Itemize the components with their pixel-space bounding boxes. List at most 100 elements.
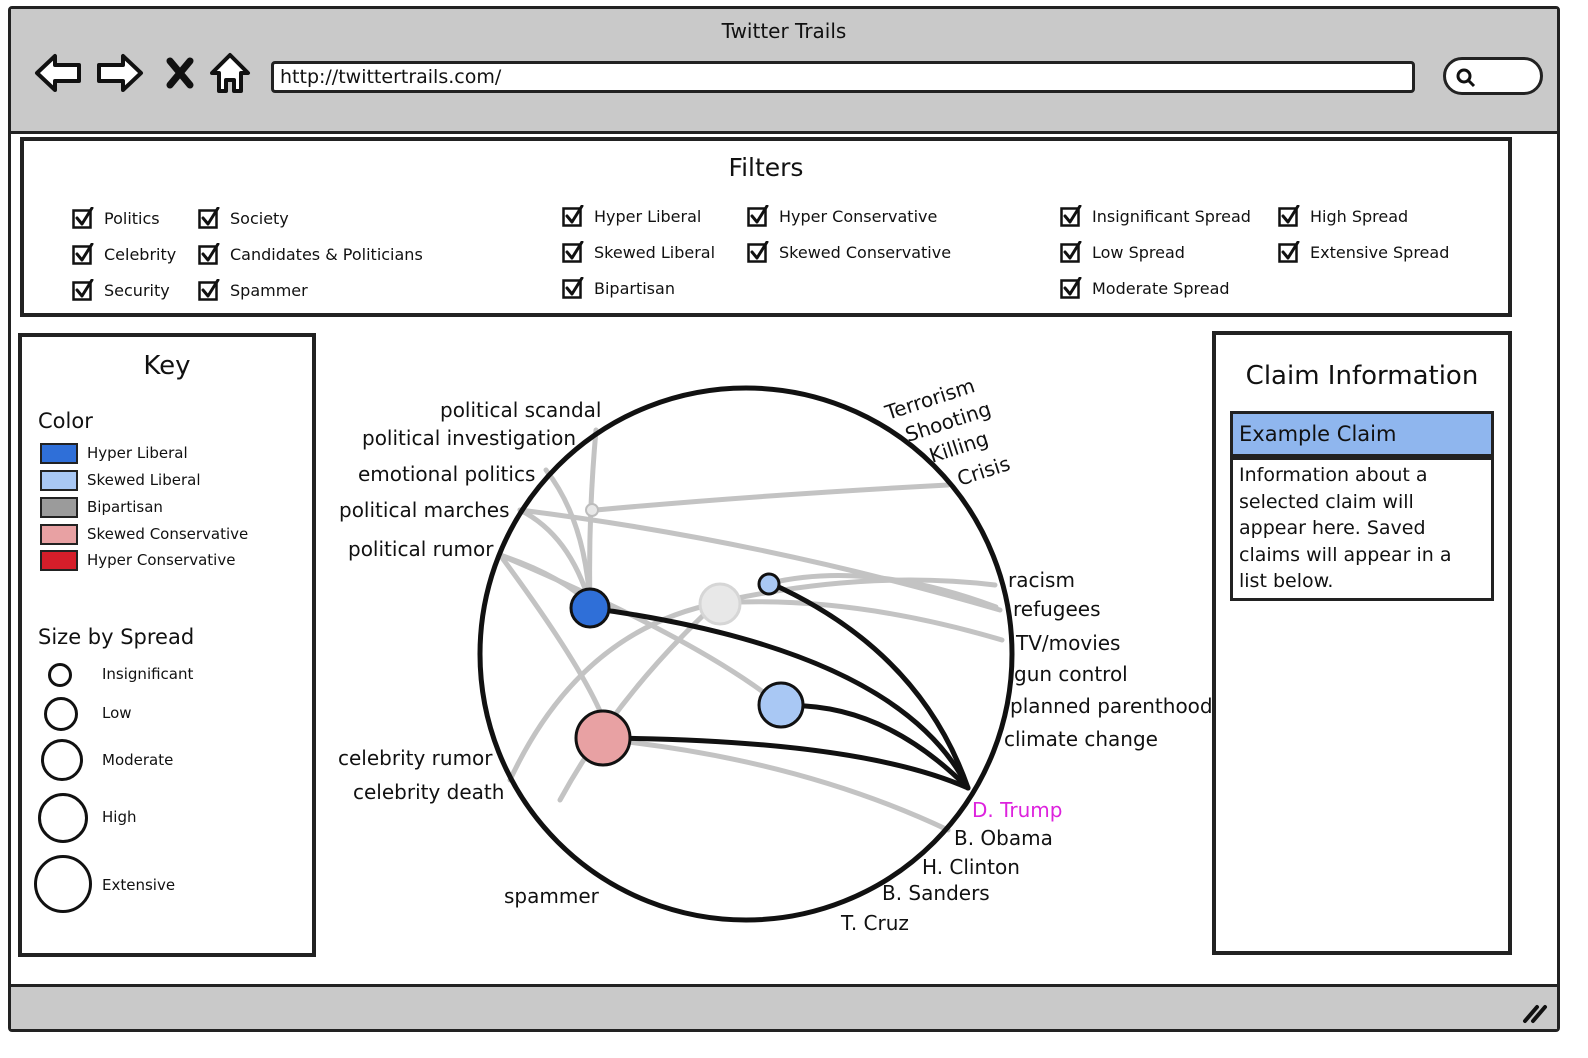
candidate-label[interactable]: B. Sanders (882, 881, 990, 905)
filter-label: Extensive Spread (1310, 242, 1450, 262)
key-title: Key (143, 351, 191, 381)
filter-label: Celebrity (104, 244, 177, 264)
checkbox-checked-icon[interactable] (1060, 205, 1082, 227)
topic-label[interactable]: celebrity death (353, 780, 504, 804)
filter-checkbox[interactable]: Skewed Conservative (747, 241, 951, 263)
size-circle-moderate (41, 739, 83, 781)
color-label-hyper-liberal: Hyper Liberal (87, 444, 188, 462)
candidate-label[interactable]: T. Cruz (840, 911, 909, 935)
topic-label[interactable]: planned parenthood (1010, 694, 1213, 718)
size-circle-low (44, 697, 78, 731)
topic-label[interactable]: gun control (1014, 662, 1128, 686)
topic-label[interactable]: racism (1008, 568, 1075, 592)
checkbox-checked-icon[interactable] (747, 241, 769, 263)
claim-info-line: selected claim will (1239, 490, 1414, 513)
url-bar[interactable]: http://twittertrails.com/ (271, 61, 1415, 93)
topic-label[interactable]: political investigation (362, 426, 576, 450)
checkbox-checked-icon[interactable] (72, 243, 94, 265)
filter-checkbox[interactable]: Low Spread (1060, 241, 1185, 263)
filter-checkbox[interactable]: Spammer (198, 279, 308, 301)
size-circle-insignificant (48, 663, 72, 687)
resize-grip-icon[interactable] (1519, 999, 1549, 1025)
key-panel: Key Color Hyper Liberal Skewed Liberal B… (18, 333, 316, 957)
candidate-label[interactable]: D. Trump (972, 798, 1062, 822)
size-label-low: Low (102, 704, 132, 722)
checkbox-checked-icon[interactable] (72, 207, 94, 229)
claim-info-line: list below. (1239, 570, 1334, 592)
filter-checkbox[interactable]: Celebrity (72, 243, 176, 265)
skewed-liberal-small-claim-node[interactable] (757, 572, 781, 596)
filter-checkbox[interactable]: Candidates & Politicians (198, 243, 423, 265)
topic-label[interactable]: political scandal (440, 398, 601, 422)
filter-label: Candidates & Politicians (230, 244, 423, 264)
filter-label: Politics (104, 208, 160, 228)
color-label-hyper-conservative: Hyper Conservative (87, 551, 236, 569)
topic-label[interactable]: spammer (504, 884, 600, 908)
color-label-skewed-conservative: Skewed Conservative (87, 525, 249, 543)
topic-label[interactable]: climate change (1004, 727, 1158, 751)
checkbox-checked-icon[interactable] (72, 279, 94, 301)
color-heading: Color (38, 409, 93, 433)
filter-checkbox[interactable]: Moderate Spread (1060, 277, 1230, 299)
checkbox-checked-icon[interactable] (198, 243, 220, 265)
filter-label: Moderate Spread (1092, 278, 1230, 298)
checkbox-checked-icon[interactable] (198, 279, 220, 301)
filter-label: Security (104, 280, 170, 300)
color-swatch-skewed-liberal (40, 470, 78, 491)
checkbox-checked-icon[interactable] (1060, 241, 1082, 263)
filter-checkbox[interactable]: Bipartisan (562, 277, 675, 299)
checkbox-checked-icon[interactable] (1278, 205, 1300, 227)
faded-small-claim-node[interactable] (585, 503, 599, 517)
candidate-label[interactable]: H. Clinton (922, 855, 1020, 879)
selected-claim-item[interactable]: Example Claim (1230, 411, 1494, 457)
skewed-conservative-claim-node[interactable] (574, 709, 632, 767)
skewed-liberal-claim-node[interactable] (757, 681, 805, 729)
filter-checkbox[interactable]: Extensive Spread (1278, 241, 1449, 263)
filter-checkbox[interactable]: Society (198, 207, 289, 229)
network-circle (477, 385, 1015, 923)
filter-label: Society (230, 208, 289, 228)
topic-label[interactable]: refugees (1013, 597, 1101, 621)
color-swatch-skewed-conservative (40, 524, 78, 545)
size-circle-extensive (34, 855, 92, 913)
filter-checkbox[interactable]: Politics (72, 207, 160, 229)
filter-label: Skewed Liberal (594, 242, 716, 262)
checkbox-checked-icon[interactable] (198, 207, 220, 229)
filter-checkbox[interactable]: Security (72, 279, 170, 301)
filter-checkbox[interactable]: Skewed Liberal (562, 241, 715, 263)
filter-checkbox[interactable]: Hyper Liberal (562, 205, 701, 227)
claim-info-line: Information about a (1239, 464, 1428, 486)
filter-checkbox[interactable]: Hyper Conservative (747, 205, 937, 227)
search-input[interactable] (1443, 57, 1543, 95)
topic-label[interactable]: celebrity rumor (338, 746, 493, 770)
filter-checkbox[interactable]: High Spread (1278, 205, 1408, 227)
checkbox-checked-icon[interactable] (1278, 241, 1300, 263)
checkbox-checked-icon[interactable] (1060, 277, 1082, 299)
topic-label[interactable]: TV/movies (1015, 631, 1120, 655)
status-bar (11, 984, 1557, 1029)
topic-label[interactable]: emotional politics (358, 462, 535, 486)
hyper-liberal-claim-node[interactable] (569, 587, 611, 629)
forward-arrow-icon[interactable] (93, 47, 147, 99)
claim-info-line: appear here. Saved (1239, 517, 1426, 539)
claim-info-panel: Claim Information Example Claim Informat… (1212, 331, 1512, 955)
checkbox-checked-icon[interactable] (562, 205, 584, 227)
color-label-skewed-liberal: Skewed Liberal (87, 471, 201, 489)
size-label-extensive: Extensive (102, 876, 176, 894)
checkbox-checked-icon[interactable] (562, 277, 584, 299)
checkbox-checked-icon[interactable] (562, 241, 584, 263)
back-arrow-icon[interactable] (31, 47, 85, 99)
close-icon[interactable] (153, 47, 207, 99)
topic-label[interactable]: political marches (339, 498, 510, 522)
candidate-label[interactable]: B. Obama (954, 826, 1053, 850)
home-icon[interactable] (203, 47, 257, 99)
filter-label: Low Spread (1092, 242, 1185, 262)
checkbox-checked-icon[interactable] (747, 205, 769, 227)
topic-label[interactable]: political rumor (348, 537, 494, 561)
faded-claim-node[interactable] (698, 582, 742, 626)
size-heading: Size by Spread (38, 625, 195, 649)
filter-checkbox[interactable]: Insignificant Spread (1060, 205, 1251, 227)
filter-label: Hyper Liberal (594, 206, 702, 226)
